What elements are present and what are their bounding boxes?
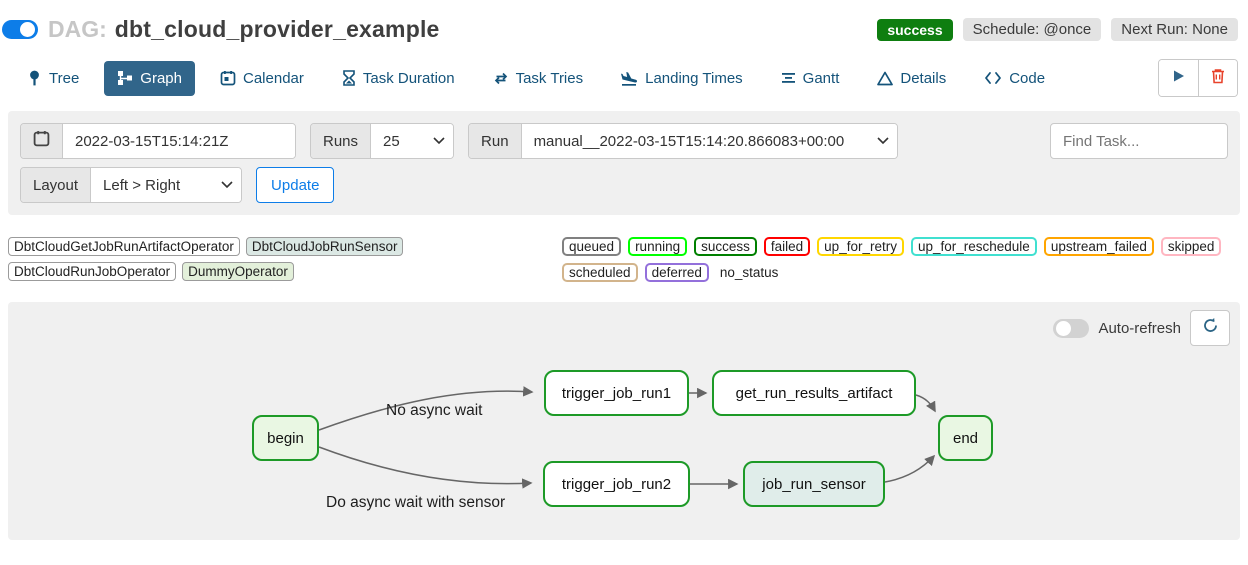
status-label-no-status: no_status: [719, 265, 779, 280]
status-badge-skipped: skipped: [1160, 237, 1222, 256]
page-title: dbt_cloud_provider_example: [114, 16, 440, 42]
plane-landing-icon: [621, 70, 638, 86]
edge-label: No async wait: [386, 402, 483, 419]
dag-graph-panel: Auto-refresh No async wait Do async wait…: [8, 302, 1240, 540]
auto-refresh-label: Auto-refresh: [1098, 319, 1181, 337]
tab-landing-times[interactable]: Landing Times: [608, 61, 756, 96]
status-legend: queued running success failed up_for_ret…: [562, 237, 1240, 282]
operator-badge: DummyOperator: [182, 262, 294, 281]
refresh-icon: [1202, 317, 1219, 339]
schedule-badge: Schedule: @once: [962, 18, 1102, 41]
status-badge-upstream-failed: upstream_failed: [1043, 237, 1154, 256]
toggle-knob: [1056, 320, 1072, 336]
layout-select[interactable]: Left > Right: [91, 168, 242, 202]
calendar-icon: [220, 70, 236, 86]
trash-icon: [1211, 68, 1225, 89]
graph-icon: [117, 70, 133, 86]
status-badge: success: [877, 18, 953, 41]
tab-task-duration[interactable]: Task Duration: [329, 61, 468, 96]
task-node-end[interactable]: end: [938, 415, 993, 461]
tab-code[interactable]: Code: [971, 61, 1058, 96]
details-icon: [877, 71, 894, 86]
dag-action-buttons: [1158, 59, 1238, 97]
hourglass-icon: [342, 70, 356, 86]
filter-panel: Runs 25 Run manual__2022-03-15T15:14:20.…: [8, 111, 1240, 215]
runs-label: Runs: [311, 124, 372, 158]
tab-tree[interactable]: Tree: [14, 61, 92, 96]
num-runs-select[interactable]: 25: [371, 124, 454, 158]
auto-refresh-toggle[interactable]: [1053, 318, 1090, 338]
status-badge-success: success: [694, 237, 757, 256]
calendar-icon: [33, 130, 50, 152]
tab-graph[interactable]: Graph: [104, 60, 195, 96]
task-node-trigger-job-run1[interactable]: trigger_job_run1: [544, 370, 689, 416]
status-badge-up-for-retry: up_for_retry: [817, 237, 904, 256]
task-node-trigger-job-run2[interactable]: trigger_job_run2: [543, 461, 690, 507]
update-button[interactable]: Update: [256, 167, 335, 203]
tab-gantt[interactable]: Gantt: [768, 61, 853, 96]
status-badge-scheduled: scheduled: [562, 263, 638, 282]
gantt-icon: [781, 71, 796, 85]
tab-calendar[interactable]: Calendar: [207, 61, 317, 96]
tab-details[interactable]: Details: [864, 61, 959, 96]
base-date-picker-button[interactable]: [21, 124, 63, 158]
dag-pause-toggle[interactable]: [2, 20, 38, 39]
tree-icon: [27, 70, 42, 86]
delete-dag-button[interactable]: [1198, 60, 1237, 96]
refresh-button[interactable]: [1190, 310, 1230, 346]
tab-task-tries[interactable]: Task Tries: [480, 61, 597, 96]
status-badge-deferred: deferred: [644, 263, 709, 282]
operator-badge: DbtCloudRunJobOperator: [8, 262, 177, 281]
status-badge-running: running: [628, 237, 688, 256]
legend-bar: DbtCloudGetJobRunArtifactOperator DbtClo…: [8, 237, 1240, 282]
task-node-get-run-results-artifact[interactable]: get_run_results_artifact: [712, 370, 916, 416]
operator-badge: DbtCloudJobRunSensor: [245, 237, 404, 256]
base-date-input[interactable]: [63, 124, 295, 158]
next-run-badge: Next Run: None: [1111, 18, 1238, 41]
status-badge-queued: queued: [562, 237, 622, 256]
dag-header: DAG: dbt_cloud_provider_example success …: [0, 0, 1248, 53]
layout-label: Layout: [21, 168, 92, 202]
find-task-input[interactable]: [1050, 123, 1228, 159]
operator-legend: DbtCloudGetJobRunArtifactOperator DbtClo…: [8, 237, 548, 281]
play-icon: [1172, 69, 1185, 88]
view-tabbar: Tree Graph Calendar Task Duration Task T…: [0, 53, 1248, 107]
run-select[interactable]: manual__2022-03-15T15:14:20.866083+00:00: [521, 124, 897, 158]
toggle-knob: [20, 22, 35, 37]
edge-label: Do async wait with sensor: [326, 494, 506, 511]
status-badge-up-for-reschedule: up_for_reschedule: [910, 237, 1037, 256]
run-label: Run: [469, 124, 522, 158]
code-icon: [984, 71, 1002, 85]
trigger-dag-button[interactable]: [1159, 60, 1198, 96]
task-node-begin[interactable]: begin: [252, 415, 319, 461]
status-badge-failed: failed: [763, 237, 811, 256]
repeat-icon: [493, 71, 509, 86]
task-node-job-run-sensor[interactable]: job_run_sensor: [743, 461, 885, 507]
operator-badge: DbtCloudGetJobRunArtifactOperator: [8, 237, 240, 256]
dag-prefix-label: DAG:: [48, 16, 107, 42]
